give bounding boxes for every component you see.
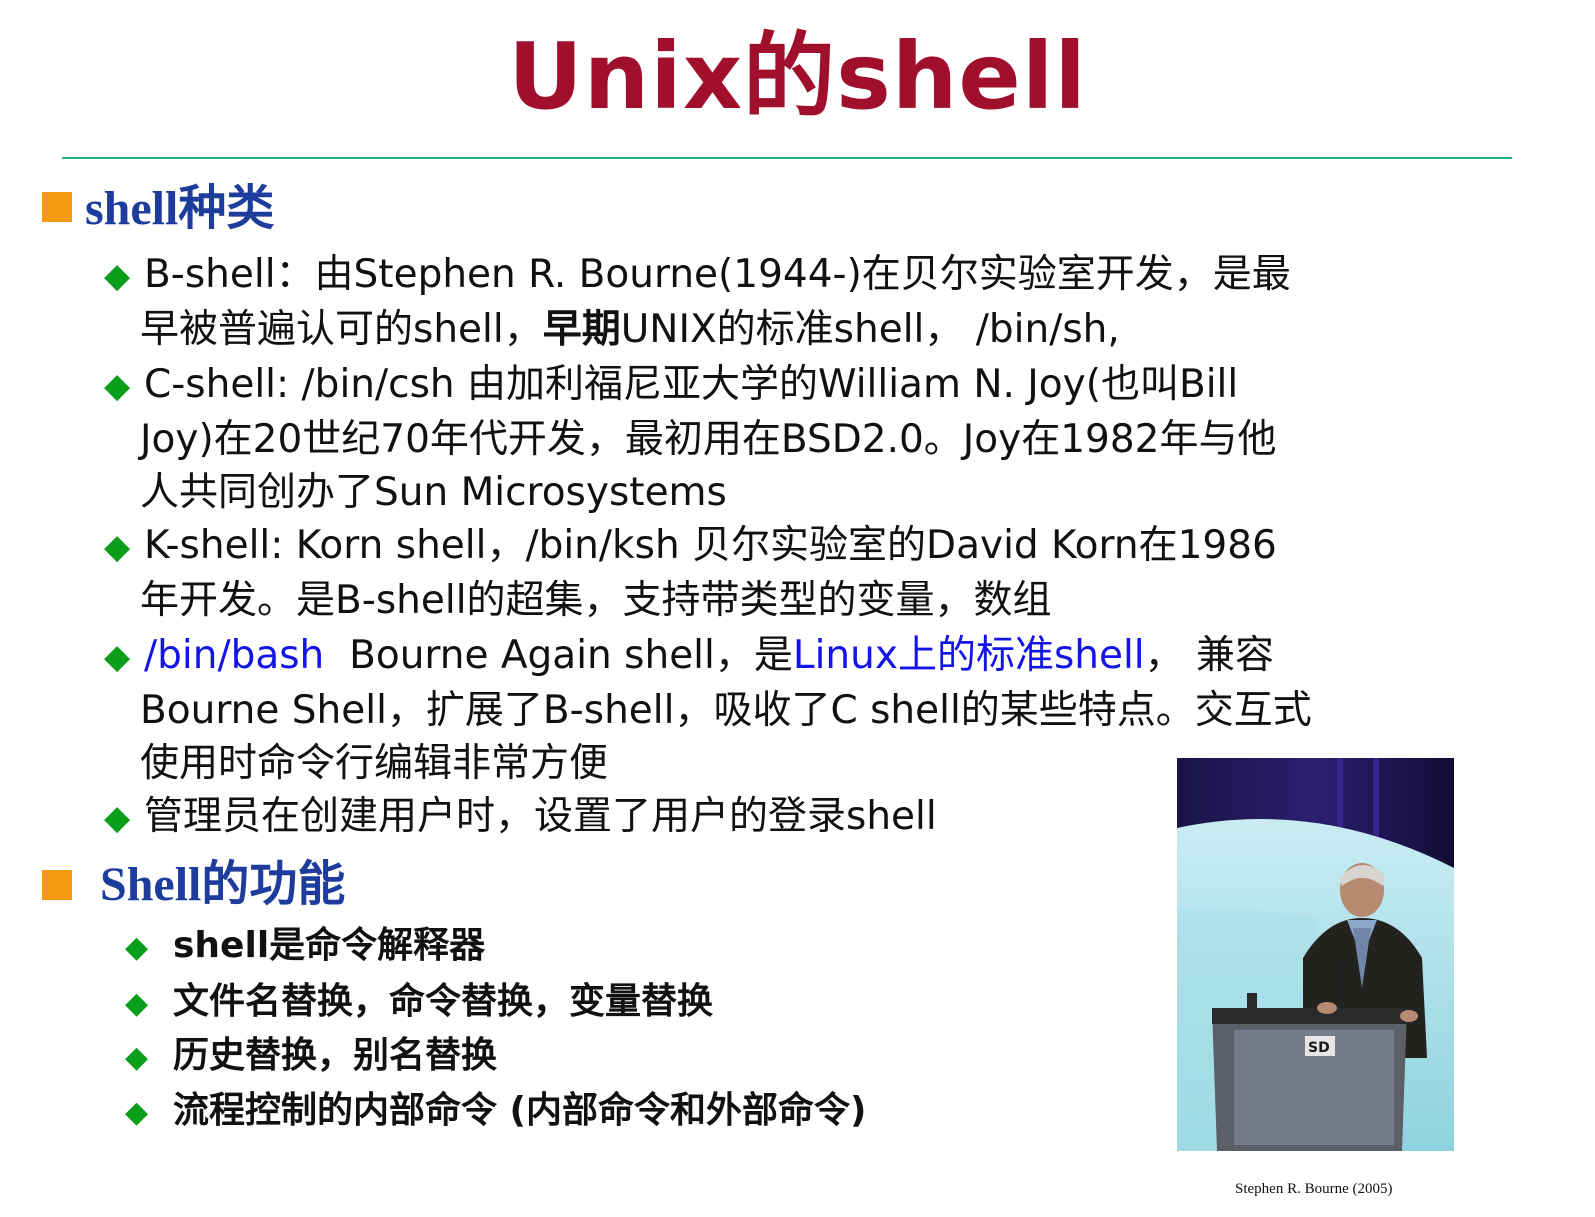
function-item: ◆历史替换，别名替换 [125, 1032, 497, 1082]
title-divider [62, 157, 1512, 159]
podium-sign-text: SD [1308, 1040, 1330, 1056]
green-diamond-bullet-icon: ◆ [104, 637, 131, 677]
green-diamond-bullet-icon: ◆ [104, 366, 131, 406]
list-item-b-shell: ◆B-shell：由Stephen R. Bourne(1944-)在贝尔实验室… [104, 252, 1291, 352]
green-diamond-bullet-icon: ◆ [104, 798, 131, 838]
slide-title: Unix的shell [508, 23, 1087, 130]
list-item-c-shell: ◆C-shell: /bin/csh 由加利福尼亚大学的William N. J… [104, 362, 1277, 515]
list-item-bash: ◆/bin/bash Bourne Again shell，是Linux上的标准… [104, 633, 1312, 786]
function-item: ◆shell是命令解释器 [125, 922, 485, 972]
green-diamond-bullet-icon: ◆ [125, 986, 149, 1021]
linux-standard-shell-text: Linux上的标准shell [792, 633, 1145, 678]
green-diamond-bullet-icon: ◆ [104, 256, 131, 296]
list-item-k-shell: ◆K-shell: Korn shell，/bin/ksh 贝尔实验室的Davi… [104, 523, 1277, 623]
speaker-photo: SD [1177, 758, 1454, 1151]
bash-path-text: /bin/bash [144, 633, 325, 678]
section-heading-shell-types: shell种类 [85, 182, 275, 235]
green-diamond-bullet-icon: ◆ [125, 1040, 149, 1075]
green-diamond-bullet-icon: ◆ [125, 930, 149, 965]
orange-square-bullet-icon [42, 870, 72, 900]
function-item: ◆文件名替换，命令替换，变量替换 [125, 978, 713, 1028]
orange-square-bullet-icon [42, 192, 72, 222]
green-diamond-bullet-icon: ◆ [125, 1095, 149, 1130]
green-diamond-bullet-icon: ◆ [104, 527, 131, 567]
list-item-admin: ◆管理员在创建用户时，设置了用户的登录shell [104, 790, 1579, 845]
section-heading-shell-functions: Shell的功能 [100, 858, 346, 911]
photo-caption: Stephen R. Bourne (2005) [1235, 1181, 1393, 1197]
function-item: ◆流程控制的内部命令 (内部命令和外部命令) [125, 1087, 866, 1137]
